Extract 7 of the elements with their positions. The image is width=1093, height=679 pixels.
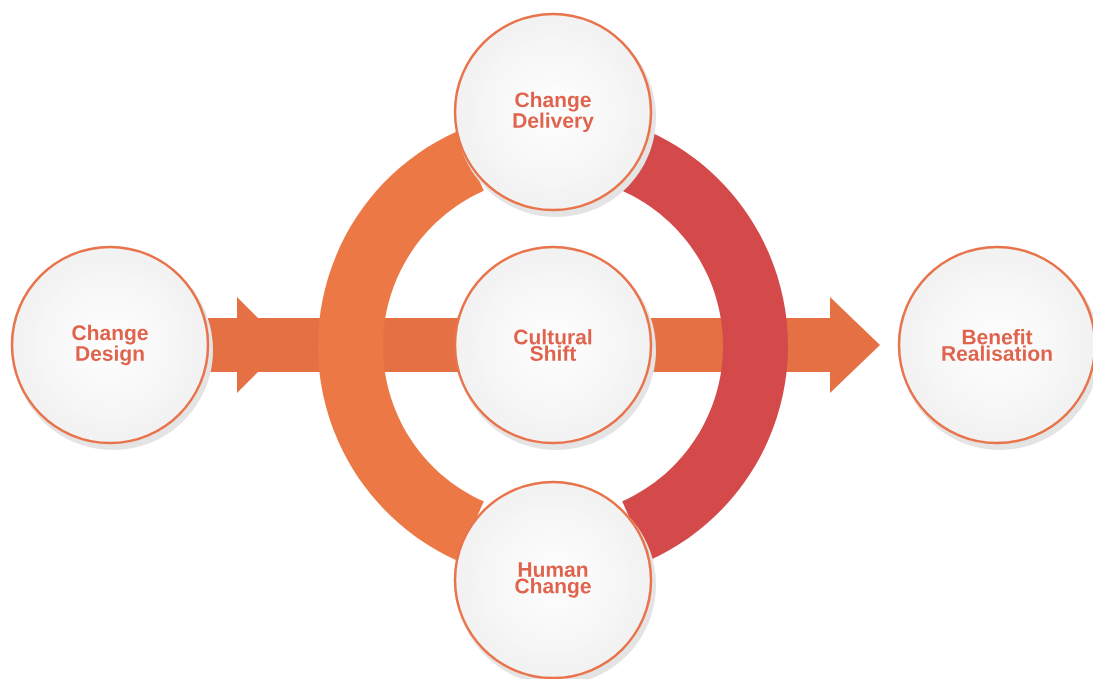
ring-arc (318, 131, 484, 561)
circle-node: Cultural Shift (453, 245, 656, 450)
circle-node: Change Design (10, 245, 213, 450)
circle-node: Benefit Realisation (897, 245, 1093, 450)
circle-node: Change Delivery (453, 12, 656, 217)
ring-arc (622, 131, 788, 561)
circle-node: Human Change (453, 480, 656, 679)
